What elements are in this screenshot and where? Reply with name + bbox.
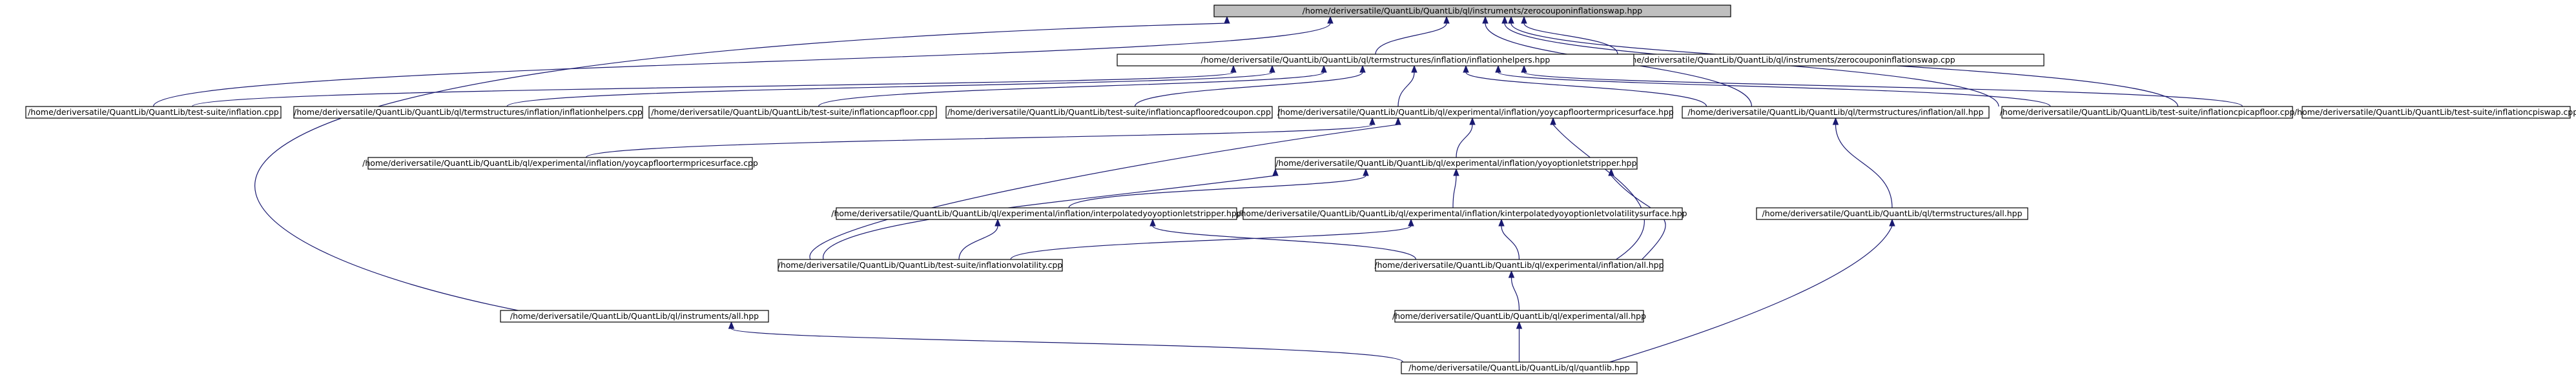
include-edge — [1521, 65, 2243, 107]
node-box — [1213, 5, 1731, 17]
node-box — [293, 106, 643, 119]
include-edge — [1397, 65, 1417, 107]
file-node-interp-stripper[interactable]: /home/deriversatile/QuantLib/QuantLib/ql… — [831, 207, 1242, 220]
node-label: /home/deriversatile/QuantLib/QuantLib/ql… — [831, 208, 1242, 218]
node-label: /home/deriversatile/QuantLib/QuantLib/te… — [2294, 107, 2576, 117]
file-node-instruments-all[interactable]: /home/deriversatile/QuantLib/QuantLib/ql… — [500, 310, 769, 323]
node-label: /home/deriversatile/QuantLib/QuantLib/ql… — [1687, 107, 1983, 117]
node-label: /home/deriversatile/QuantLib/QuantLib/ql… — [1616, 55, 1955, 65]
node-label: /home/deriversatile/QuantLib/QuantLib/te… — [778, 260, 1063, 270]
node-box — [1756, 207, 2028, 220]
file-node-yoycapfloor-cpp[interactable]: /home/deriversatile/QuantLib/QuantLib/ql… — [362, 157, 758, 170]
file-node-inflationhelpers-cpp[interactable]: /home/deriversatile/QuantLib/QuantLib/ql… — [293, 106, 643, 119]
include-edge — [818, 65, 1327, 107]
node-box — [500, 310, 769, 323]
node-box — [778, 259, 1063, 272]
node-label: /home/deriversatile/QuantLib/QuantLib/ql… — [1277, 107, 1674, 117]
file-node-zcis-hpp[interactable]: /home/deriversatile/QuantLib/QuantLib/ql… — [1213, 5, 1731, 17]
node-label: /home/deriversatile/QuantLib/QuantLib/ql… — [510, 311, 759, 321]
file-node-ts-inflationvolatility[interactable]: /home/deriversatile/QuantLib/QuantLib/te… — [778, 259, 1063, 272]
node-label: /home/deriversatile/QuantLib/QuantLib/ql… — [1238, 208, 1687, 218]
node-label: /home/deriversatile/QuantLib/QuantLib/ql… — [362, 158, 758, 168]
node-label: /home/deriversatile/QuantLib/QuantLib/te… — [651, 107, 934, 117]
node-label: /home/deriversatile/QuantLib/QuantLib/ql… — [1374, 260, 1664, 270]
node-box — [2001, 106, 2293, 119]
file-node-yoycapfloor-hpp[interactable]: /home/deriversatile/QuantLib/QuantLib/ql… — [1277, 106, 1674, 119]
node-label: /home/deriversatile/QuantLib/QuantLib/te… — [947, 107, 1271, 117]
include-edge — [1495, 65, 2051, 107]
node-label: /home/deriversatile/QuantLib/QuantLib/ql… — [294, 107, 643, 117]
node-box — [836, 207, 1237, 220]
file-node-ts-inflation[interactable]: /home/deriversatile/QuantLib/QuantLib/te… — [25, 106, 282, 119]
edge-layer — [152, 15, 2243, 363]
include-edge — [809, 117, 1401, 260]
file-node-termstructures-all[interactable]: /home/deriversatile/QuantLib/QuantLib/ql… — [1756, 207, 2028, 220]
node-label: /home/deriversatile/QuantLib/QuantLib/ql… — [1303, 6, 1643, 15]
include-edge — [1508, 270, 1520, 311]
node-label: /home/deriversatile/QuantLib/QuantLib/te… — [28, 107, 279, 117]
file-node-ts-inflation-all[interactable]: /home/deriversatile/QuantLib/QuantLib/ql… — [1682, 106, 1990, 119]
file-node-quantlib-hpp[interactable]: /home/deriversatile/QuantLib/QuantLib/ql… — [1401, 361, 1638, 374]
include-edge — [1609, 218, 1895, 363]
include-edge — [1010, 218, 1414, 260]
file-node-ts-inflationcapfloor[interactable]: /home/deriversatile/QuantLib/QuantLib/te… — [648, 106, 937, 119]
node-box — [1278, 106, 1673, 119]
node-box — [1117, 54, 1634, 66]
file-node-experimental-all[interactable]: /home/deriversatile/QuantLib/QuantLib/ql… — [1392, 310, 1646, 323]
include-edge — [1521, 15, 1618, 55]
include-edge — [1456, 117, 1476, 158]
include-edge — [1516, 321, 1523, 362]
include-edge — [958, 218, 1001, 260]
include-edge — [254, 15, 1230, 311]
include-edge — [506, 65, 1275, 107]
node-box — [648, 106, 937, 119]
include-edge — [191, 65, 1237, 107]
include-edge — [1134, 65, 1366, 107]
node-layer: /home/deriversatile/QuantLib/QuantLib/ql… — [25, 5, 2576, 374]
file-node-kinterp-surface[interactable]: /home/deriversatile/QuantLib/QuantLib/ql… — [1238, 207, 1687, 220]
file-node-yoyoptionletstripper[interactable]: /home/deriversatile/QuantLib/QuantLib/ql… — [1275, 157, 1638, 170]
include-edge — [152, 15, 1334, 107]
file-node-inflationhelpers-hpp[interactable]: /home/deriversatile/QuantLib/QuantLib/ql… — [1117, 54, 1634, 66]
node-box — [1394, 310, 1644, 323]
include-edge — [1550, 117, 1645, 260]
node-label: /home/deriversatile/QuantLib/QuantLib/ql… — [1392, 311, 1646, 321]
node-box — [1682, 106, 1990, 119]
include-edge — [1068, 168, 1369, 208]
file-node-ts-inflationcapfloored[interactable]: /home/deriversatile/QuantLib/QuantLib/te… — [945, 106, 1273, 119]
node-box — [367, 157, 753, 170]
node-box — [2302, 106, 2571, 119]
node-label: /home/deriversatile/QuantLib/QuantLib/ql… — [1762, 208, 2022, 218]
node-box — [1275, 157, 1638, 170]
file-node-ts-inflationcpiswap[interactable]: /home/deriversatile/QuantLib/QuantLib/te… — [2294, 106, 2576, 119]
include-edge — [585, 117, 1376, 158]
include-edge — [1375, 15, 1450, 55]
include-edge — [1463, 65, 1707, 107]
include-edge — [1498, 218, 1520, 260]
node-label: /home/deriversatile/QuantLib/QuantLib/ql… — [1275, 158, 1636, 168]
file-node-exp-inflation-all[interactable]: /home/deriversatile/QuantLib/QuantLib/ql… — [1374, 259, 1664, 272]
node-label: /home/deriversatile/QuantLib/QuantLib/ql… — [1408, 363, 1630, 372]
include-edge — [728, 321, 1404, 363]
node-box — [1375, 259, 1664, 272]
file-node-ts-inflationcpicapfloor[interactable]: /home/deriversatile/QuantLib/QuantLib/te… — [2000, 106, 2295, 119]
node-label: /home/deriversatile/QuantLib/QuantLib/te… — [2000, 107, 2295, 117]
node-box — [1242, 207, 1683, 220]
node-box — [25, 106, 282, 119]
include-edge — [1832, 117, 1893, 208]
node-box — [1401, 361, 1638, 374]
include-edge — [1452, 168, 1459, 208]
file-node-zcis-cpp[interactable]: /home/deriversatile/QuantLib/QuantLib/ql… — [1527, 54, 2045, 66]
node-label: /home/deriversatile/QuantLib/QuantLib/ql… — [1201, 55, 1551, 65]
node-box — [945, 106, 1273, 119]
include-edge — [1149, 218, 1417, 260]
